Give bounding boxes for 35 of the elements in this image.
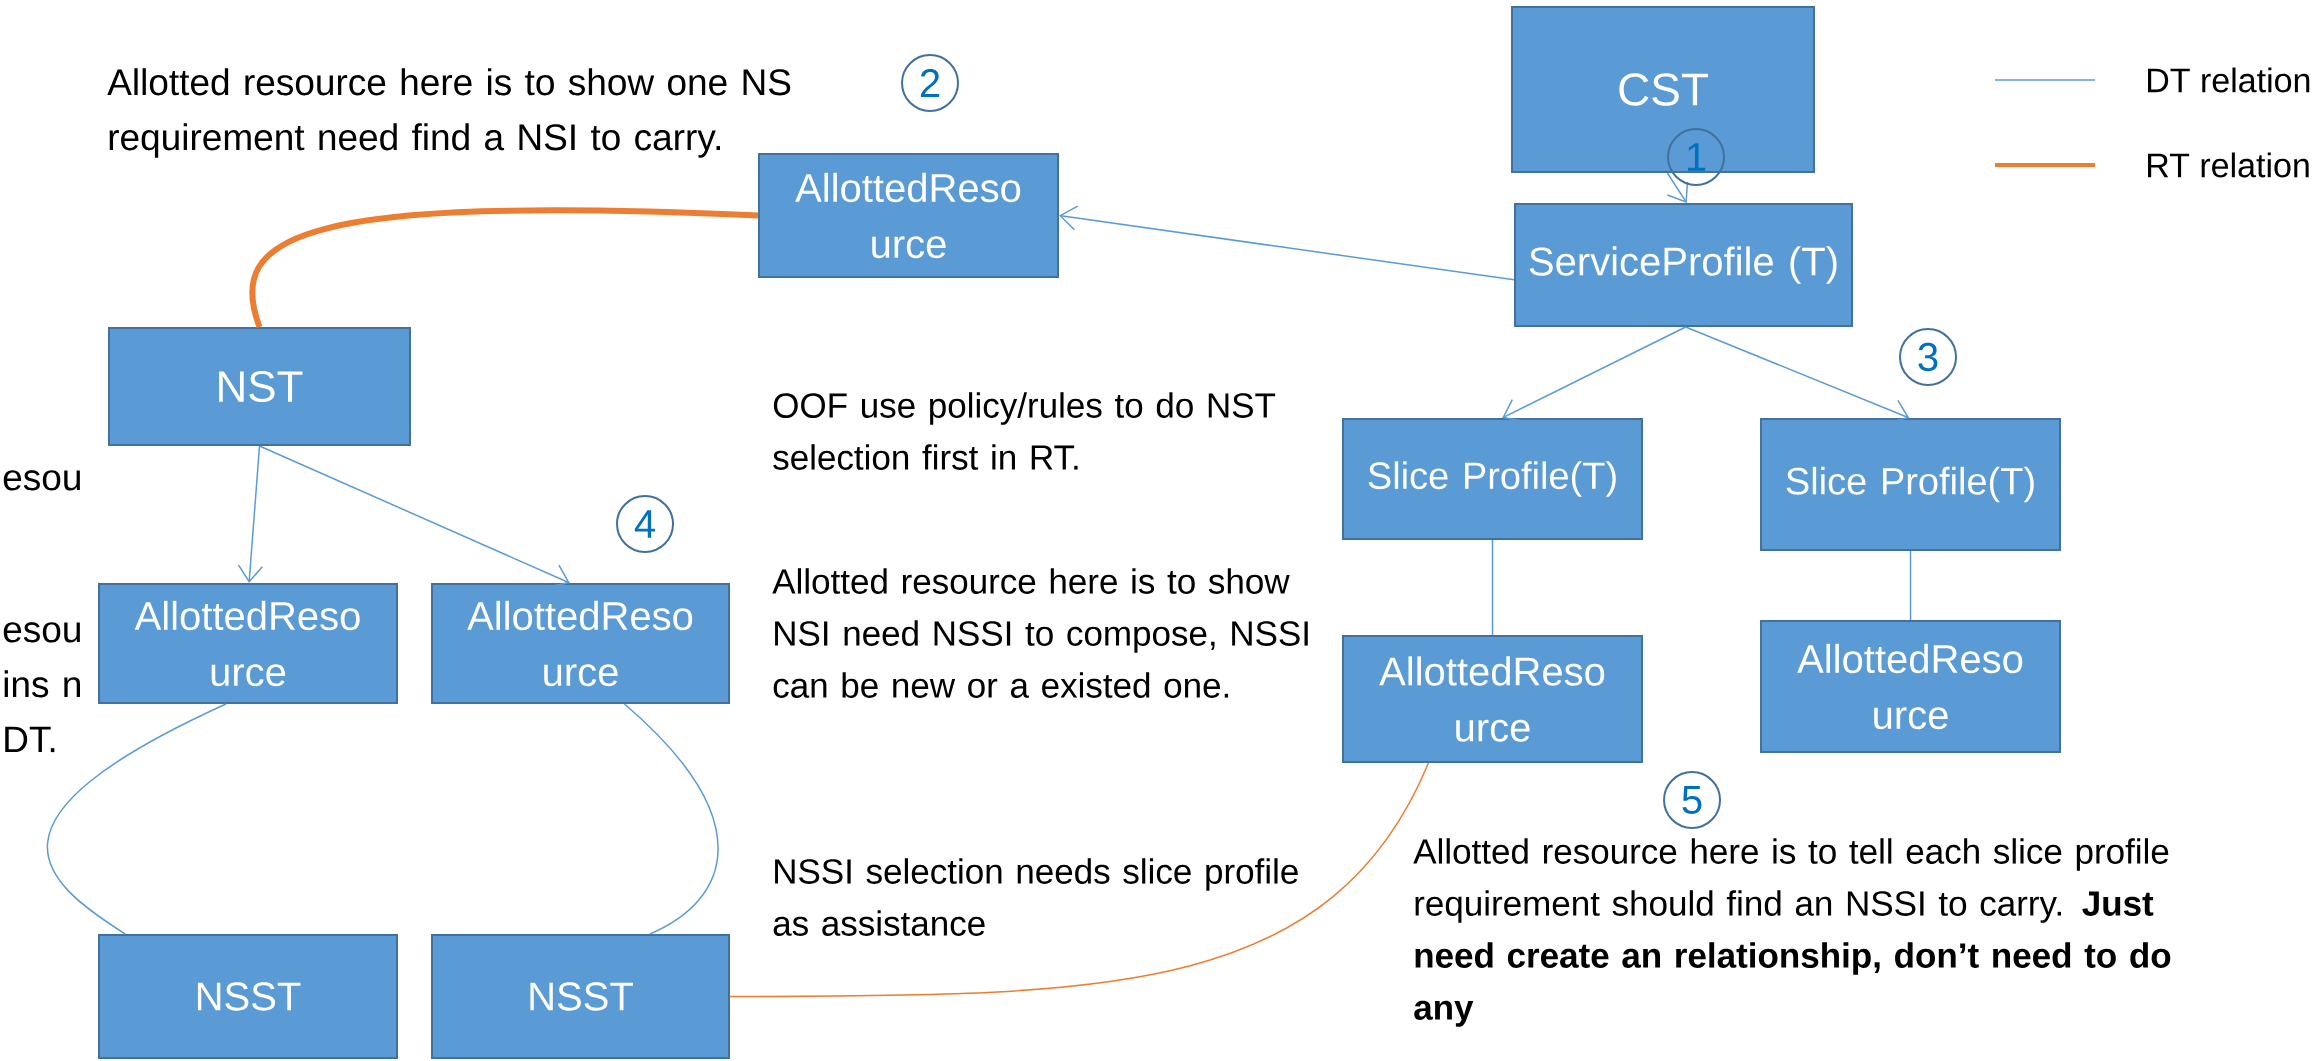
process-box: AllottedReso urce: [431, 583, 730, 704]
arrow: [237, 445, 264, 583]
note-text: NSSI selection needs slice profile as assistance: [773, 858, 1298, 936]
connector-line: [46, 703, 227, 935]
legend-text: RT relation: [2148, 152, 2309, 178]
note-text: esou: [3, 470, 80, 491]
arrow: [1666, 172, 1689, 203]
connector-line: [1491, 539, 1494, 636]
callout-number: 5: [1663, 771, 1721, 829]
callout-number: 2: [901, 54, 959, 112]
process-box: NST: [108, 327, 411, 446]
note-text: Allotted resource here is to show NSI need NSSI to compose, NSSI can be new or a existed one.: [772, 568, 1308, 698]
process-box: ServiceProfile (T): [1514, 203, 1853, 327]
connector-line: [1909, 550, 1912, 621]
connector-line: [249, 207, 759, 328]
arrow: [258, 445, 570, 588]
process-box: Slice Profile(T): [1760, 418, 2062, 551]
note-text: esou ins n DT.: [3, 622, 80, 753]
callout-number: 1: [1667, 128, 1725, 186]
process-box: AllottedReso urce: [1342, 635, 1643, 763]
note-text: OOF use policy/rules to do NST selection first in RT.: [773, 392, 1276, 470]
arrow: [1502, 326, 1687, 422]
process-box: NSST: [98, 934, 398, 1059]
callout-number: 4: [616, 495, 674, 553]
process-box: NSST: [431, 934, 730, 1059]
note-text: Allotted resource here is to tell each slice profile requirement should find an NSSI to carry. Just need create an relationship, don’t need to do any: [1413, 838, 2171, 1027]
arrow: [1059, 205, 1515, 281]
connector-line: [729, 762, 1430, 998]
callout-number: 3: [1899, 328, 1957, 386]
process-box: Slice Profile(T): [1342, 418, 1643, 540]
process-box: AllottedReso urce: [758, 153, 1059, 278]
process-box: AllottedReso urce: [98, 583, 398, 704]
process-box: AllottedReso urce: [1760, 620, 2062, 753]
legend-text: DT relation: [2148, 67, 2310, 93]
connector-line: [623, 703, 719, 935]
